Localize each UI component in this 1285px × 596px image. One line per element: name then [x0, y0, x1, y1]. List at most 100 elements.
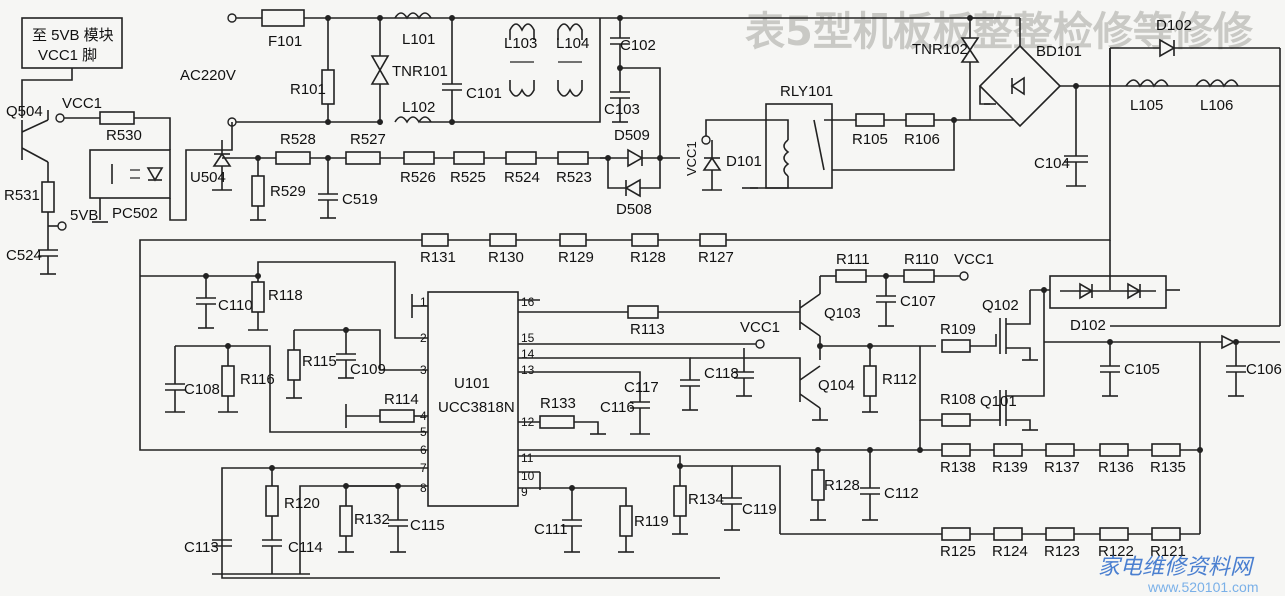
inductor-L104 [557, 23, 583, 40]
label-L101: L101 [402, 31, 435, 48]
label-vcc1-d101: VCC1 [684, 141, 699, 176]
label-Q101: Q101 [980, 393, 1017, 410]
resistor-R134 [673, 485, 687, 517]
svg-text:9: 9 [521, 485, 528, 499]
label-R119: R119 [634, 513, 669, 530]
diode-D508 [624, 178, 641, 198]
varistor-TNR102 [960, 37, 980, 52]
label-D102-box: D102 [1070, 317, 1106, 334]
ic-name: U101 [454, 375, 490, 392]
label-C102: C102 [620, 37, 656, 54]
resistor-R120 [265, 485, 279, 517]
label-R128-top: R128 [630, 249, 666, 266]
svg-text:3: 3 [420, 363, 427, 377]
label-R125: R125 [940, 543, 976, 560]
resistor-R124 [993, 527, 1023, 541]
resistor-R131 [421, 233, 449, 247]
label-R106: R106 [904, 131, 940, 148]
resistor-R130 [489, 233, 517, 247]
label-Q104: Q104 [818, 377, 855, 394]
label-R528: R528 [280, 131, 316, 148]
label-R110: R110 [904, 251, 939, 268]
label-D509: D509 [614, 127, 650, 144]
svg-text:5: 5 [420, 425, 427, 439]
label-R531: R531 [4, 187, 40, 204]
label-R116: R116 [240, 371, 275, 388]
label-R526: R526 [400, 169, 436, 186]
label-C105: C105 [1124, 361, 1160, 378]
label-R139: R139 [992, 459, 1028, 476]
label-R529: R529 [270, 183, 306, 200]
label-C118: C118 [704, 365, 739, 382]
resistor-R128-top [631, 233, 659, 247]
label-R136: R136 [1098, 459, 1134, 476]
resistor-R526 [403, 151, 435, 165]
label-PC502: PC502 [112, 205, 158, 222]
label-R115: R115 [302, 353, 337, 370]
label-C106: C106 [1246, 361, 1282, 378]
label-R111: R111 [836, 251, 870, 268]
label-R130: R130 [488, 249, 524, 266]
label-R122: R122 [1098, 543, 1134, 560]
label-R127: R127 [698, 249, 734, 266]
label-C103: C103 [604, 101, 640, 118]
label-C107: C107 [900, 293, 936, 310]
label-C519: C519 [342, 191, 378, 208]
label-5vb: 5VB [70, 207, 98, 224]
label-R128-bottom: R128 [824, 477, 860, 494]
label-C108: C108 [184, 381, 220, 398]
svg-text:6: 6 [420, 443, 427, 457]
svg-text:2: 2 [420, 331, 427, 345]
label-D101: D101 [726, 153, 762, 170]
label-R118: R118 [268, 287, 303, 304]
resistor-R118 [251, 281, 265, 313]
resistor-R108 [941, 413, 971, 427]
resistor-R528 [275, 151, 311, 165]
label-R525: R525 [450, 169, 486, 186]
resistor-R135 [1151, 443, 1181, 457]
ac-terminal-top [227, 13, 237, 23]
resistor-R138 [941, 443, 971, 457]
label-R137: R137 [1044, 459, 1080, 476]
label-L105: L105 [1130, 97, 1163, 114]
resistor-R133 [539, 415, 575, 429]
label-R112: R112 [882, 371, 917, 388]
resistor-R119 [619, 505, 633, 537]
varistor-TNR101 [370, 55, 390, 72]
resistor-R114 [379, 409, 415, 423]
label-Q504: Q504 [6, 103, 43, 120]
resistor-R123 [1045, 527, 1075, 541]
note-box [21, 17, 123, 69]
svg-text:4: 4 [420, 409, 427, 423]
label-R114: R114 [384, 391, 419, 408]
label-U504: U504 [190, 169, 226, 186]
ic-left-pins: 1 2 3 4 5 6 7 8 [420, 295, 427, 495]
label-C117: C117 [624, 379, 659, 396]
label-R523: R523 [556, 169, 592, 186]
label-C113: C113 [184, 539, 219, 556]
wire [21, 68, 73, 118]
label-vcc1-r110: VCC1 [954, 251, 994, 268]
label-C109: C109 [350, 361, 386, 378]
resistor-R109 [941, 339, 971, 353]
label-R123: R123 [1044, 543, 1080, 560]
label-R109: R109 [940, 321, 976, 338]
resistor-R115 [287, 349, 301, 381]
resistor-R523 [557, 151, 589, 165]
svg-text:10: 10 [521, 469, 535, 483]
label-C114: C114 [288, 539, 323, 556]
label-RLY101: RLY101 [780, 83, 833, 100]
resistor-R105 [855, 113, 885, 127]
label-R129: R129 [558, 249, 594, 266]
label-C119: C119 [742, 501, 777, 518]
label-R131: R131 [420, 249, 456, 266]
label-C101: C101 [466, 85, 502, 102]
resistor-R128-bottom [811, 469, 825, 501]
label-C104: C104 [1034, 155, 1070, 172]
output-arrow [1221, 334, 1236, 350]
label-R113: R113 [630, 321, 665, 338]
label-D102-top: D102 [1156, 17, 1192, 34]
label-R530: R530 [106, 127, 142, 144]
label-C111: C111 [534, 521, 568, 538]
